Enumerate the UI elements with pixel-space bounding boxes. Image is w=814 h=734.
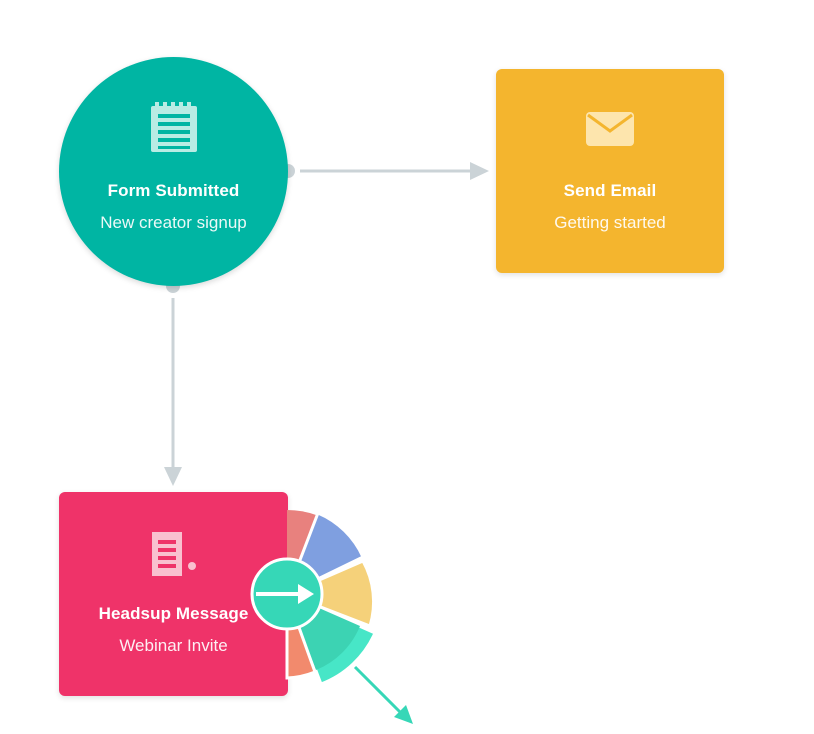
menu-segment-yellow[interactable] bbox=[283, 559, 376, 628]
trigger-node[interactable]: Form Submitted New creator signup bbox=[59, 57, 288, 286]
form-list-icon bbox=[59, 102, 288, 154]
arrowhead bbox=[470, 162, 489, 180]
node-title: Form Submitted bbox=[107, 181, 240, 200]
node-subtitle: New creator signup bbox=[100, 213, 247, 232]
arrowhead bbox=[164, 467, 182, 486]
node-title: Headsup Message bbox=[98, 604, 249, 623]
drag-arrow[interactable] bbox=[353, 665, 413, 724]
menu-center-button[interactable] bbox=[250, 557, 324, 631]
node-title: Send Email bbox=[563, 181, 657, 200]
node-subtitle: Webinar Invite bbox=[119, 636, 228, 655]
envelope-icon bbox=[496, 111, 724, 151]
arrow-right-icon bbox=[256, 584, 314, 604]
document-icon bbox=[59, 530, 288, 578]
node-subtitle: Getting started bbox=[554, 213, 666, 232]
send-email-node[interactable]: Send Email Getting started bbox=[496, 69, 724, 273]
headsup-message-node[interactable]: Headsup Message Webinar Invite bbox=[59, 492, 288, 696]
